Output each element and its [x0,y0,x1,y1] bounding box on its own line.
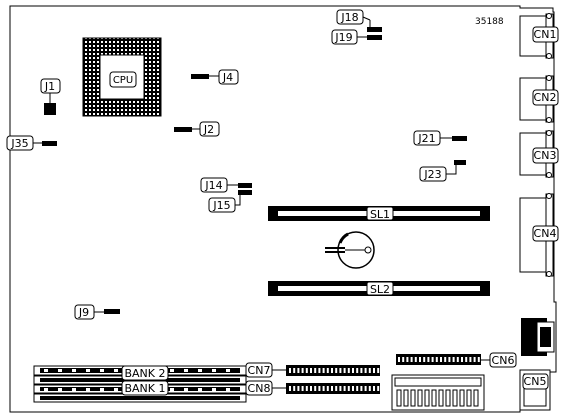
svg-text:J35: J35 [10,137,28,150]
keyboard-connector [521,318,555,356]
jumper-j14: J14 [200,177,252,193]
svg-text:J9: J9 [78,306,89,319]
memory-bank-1: BANK 1 [33,380,247,403]
slot-sl2: SL2 [268,281,490,296]
svg-text:CN6: CN6 [492,354,515,367]
jumper-j23: J23 [419,160,466,182]
svg-text:CN1: CN1 [534,28,557,41]
board-outline [9,5,557,413]
connector-cn5: CN5 [519,369,551,411]
svg-text:J19: J19 [334,31,352,44]
svg-text:SL1: SL1 [370,208,390,221]
svg-text:J23: J23 [423,168,441,181]
jumper-j21: J21 [413,130,467,146]
jumper-j2: J2 [174,121,220,137]
memory-bank-2: BANK 2 [33,365,247,385]
jumper-j35: J35 [6,135,57,151]
jumper-j4: J4 [191,69,239,85]
connector-cn1: CN1 [519,13,559,59]
svg-text:J18: J18 [340,11,358,24]
svg-text:SL2: SL2 [370,283,390,296]
svg-text:CN3: CN3 [534,149,557,162]
header-block [391,374,485,411]
svg-text:CN8: CN8 [248,382,271,395]
cpu-socket: CPU [82,37,162,117]
svg-text:CN2: CN2 [534,91,557,104]
svg-text:J4: J4 [222,71,233,84]
connector-cn7: CN7 [245,362,380,378]
svg-text:J2: J2 [203,123,214,136]
svg-text:J21: J21 [417,132,435,145]
jumper-j1: J1 [40,78,61,115]
connector-cn4: CN4 [519,193,559,277]
jumper-j15: J15 [208,190,252,213]
jumper-j19: J19 [331,29,382,45]
cpu-label: CPU [113,75,133,86]
svg-text:J15: J15 [212,199,230,212]
jumper-j18: J18 [336,9,382,32]
connector-cn8: CN8 [245,380,380,396]
connector-cn6: CN6 [396,352,517,368]
svg-text:J14: J14 [204,179,222,192]
svg-text:CN7: CN7 [248,364,271,377]
connector-cn2: CN2 [519,75,559,123]
svg-text:CN4: CN4 [534,227,557,240]
bank-1-label: BANK 1 [124,382,165,395]
battery [325,231,375,269]
jumper-j9: J9 [74,304,120,320]
connector-cn3: CN3 [519,130,559,178]
bank-2-label: BANK 2 [124,367,165,380]
document-number: 35188 [475,17,504,27]
svg-text:CN5: CN5 [524,375,547,388]
svg-text:J1: J1 [44,80,55,93]
slot-sl1: SL1 [268,206,490,221]
